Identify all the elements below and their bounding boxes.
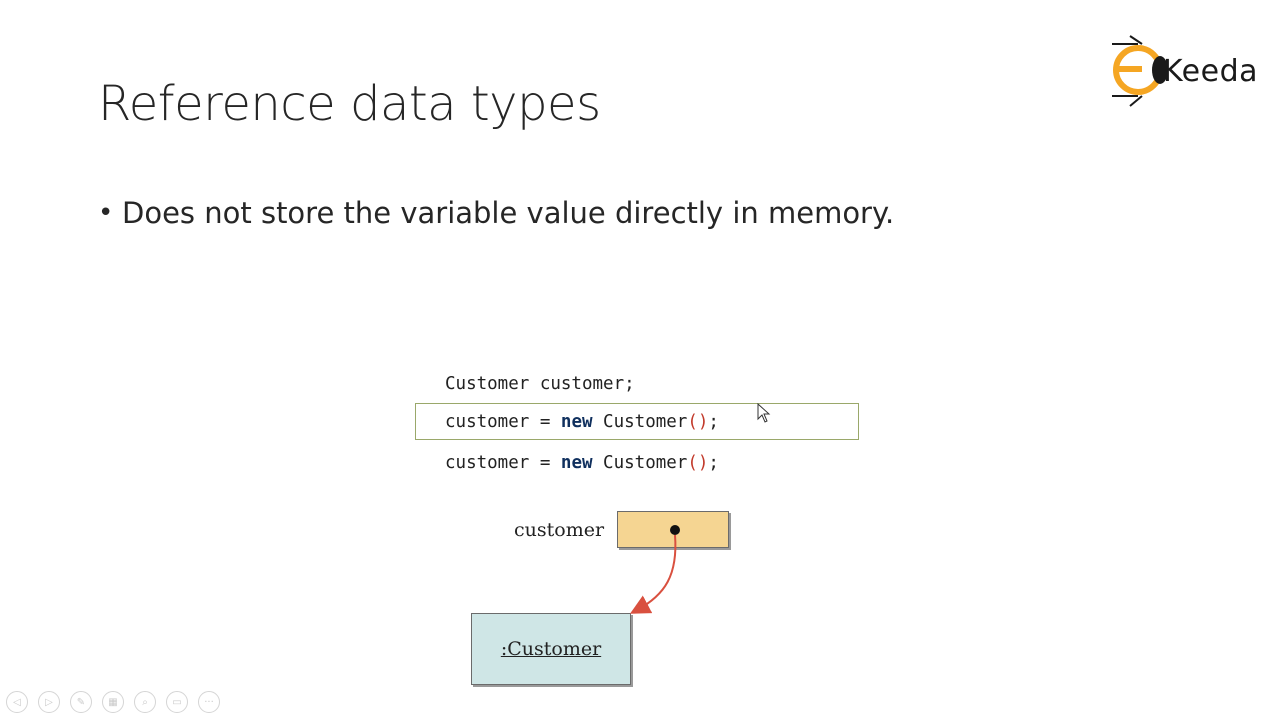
mouse-cursor-icon — [757, 403, 771, 423]
bullet-item: • Does not store the variable value dire… — [98, 196, 894, 230]
ekeeda-logo-icon — [1112, 35, 1168, 107]
variable-label: customer — [514, 519, 605, 541]
more-icon[interactable]: ··· — [198, 691, 220, 713]
pen-icon[interactable]: ✎ — [70, 691, 92, 713]
code-line-assignment-highlighted: customer = new Customer(); — [445, 412, 719, 432]
object-label: :Customer — [500, 638, 602, 660]
object-box: :Customer — [471, 613, 631, 685]
bullet-icon: • — [98, 198, 114, 228]
zoom-icon[interactable]: ⌕ — [134, 691, 156, 713]
code-line-assignment: customer = new Customer(); — [445, 453, 719, 473]
slide-title: Reference data types — [98, 76, 601, 132]
slides-icon[interactable]: ▦ — [102, 691, 124, 713]
previous-icon[interactable]: ◁ — [6, 691, 28, 713]
next-icon[interactable]: ▷ — [38, 691, 60, 713]
code-line-declaration: Customer customer; — [445, 374, 635, 394]
bullet-text: Does not store the variable value direct… — [122, 196, 895, 230]
reference-box — [617, 511, 729, 548]
code-highlight-box — [415, 403, 859, 440]
presentation-toolbar: ◁ ▷ ✎ ▦ ⌕ ▭ ··· — [6, 690, 220, 714]
subtitles-icon[interactable]: ▭ — [166, 691, 188, 713]
logo-text: Keeda — [1163, 54, 1259, 89]
